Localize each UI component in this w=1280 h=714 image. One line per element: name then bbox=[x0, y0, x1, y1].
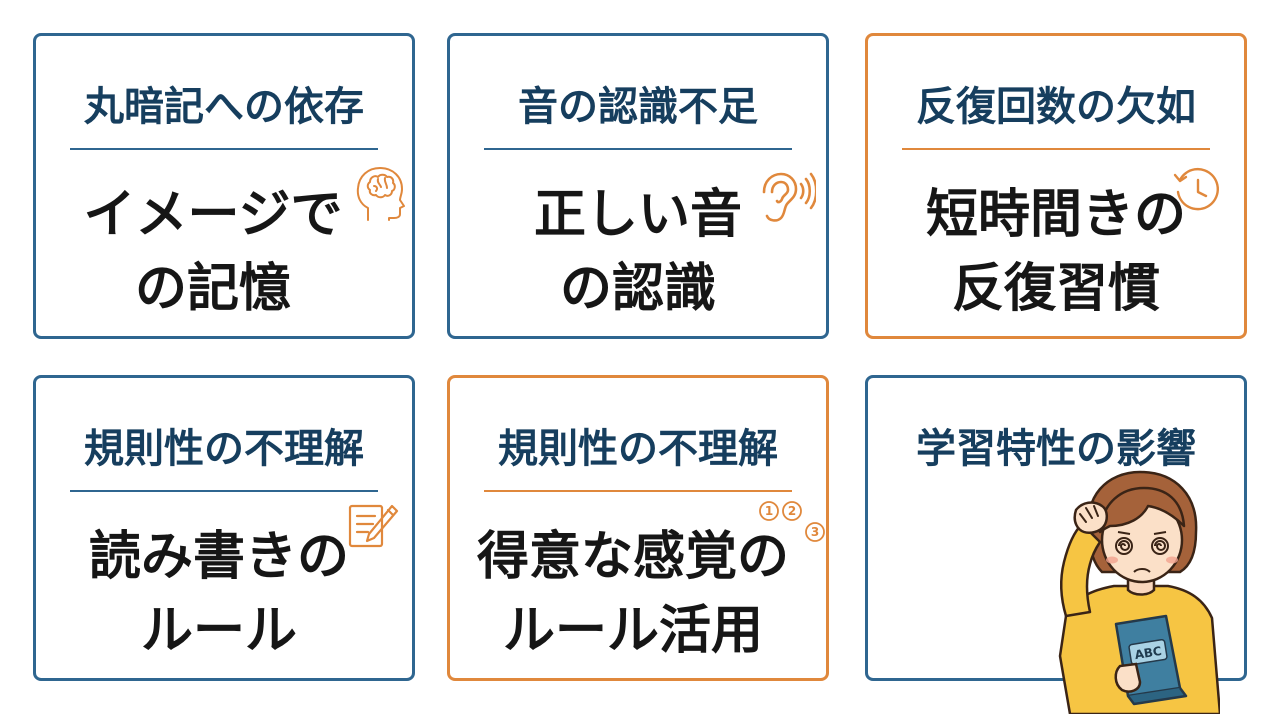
book-label: ABC bbox=[1134, 644, 1163, 662]
card-body-line-2: ルール活用 bbox=[502, 601, 763, 661]
card-title: 規則性の不理解 bbox=[84, 426, 364, 472]
card-title: 反復回数の欠如 bbox=[916, 84, 1196, 130]
brain-icon bbox=[356, 167, 405, 221]
card-title: 丸暗記への依存 bbox=[84, 84, 364, 130]
step-3-number: 3 bbox=[811, 525, 819, 539]
card-regularity-reading: 規則性の不理解 読み書きの ルール bbox=[33, 375, 415, 681]
card-body-line-1: イメージで bbox=[83, 185, 343, 245]
card-body-line-1: 正しい音 bbox=[533, 185, 742, 245]
card-body-line-2: の認識 bbox=[559, 259, 716, 319]
card-body: 得意な感覚の ルール活用 bbox=[440, 520, 826, 668]
step-1-circle bbox=[759, 501, 779, 521]
card-body-line-1: 得意な感覚の bbox=[476, 527, 789, 587]
step-1-number: 1 bbox=[765, 504, 773, 518]
step-2-number: 2 bbox=[788, 504, 796, 518]
card-repetition-lack: 反復回数の欠如 短時間きの 反復習慣 bbox=[865, 33, 1247, 339]
card-body-line-2: ルール bbox=[140, 601, 297, 661]
clock-icon bbox=[1173, 167, 1219, 211]
card-body: 正しい音 の認識 bbox=[450, 178, 826, 326]
card-body-line-2: 反復習慣 bbox=[951, 259, 1160, 319]
card-sound-recognition: 音の認識不足 正しい音 の認識 bbox=[447, 33, 829, 339]
card-body-line-1: 読み書きの bbox=[88, 527, 349, 587]
card-title: 学習特性の影響 bbox=[916, 426, 1196, 472]
divider bbox=[70, 148, 378, 150]
card-body: 短時間きの 反復習慣 bbox=[868, 178, 1244, 326]
step-2-circle bbox=[782, 501, 802, 521]
card-title: 音の認識不足 bbox=[518, 84, 758, 130]
divider bbox=[902, 148, 1210, 150]
card-title: 規則性の不理解 bbox=[498, 426, 778, 472]
step-3-circle bbox=[805, 522, 825, 542]
divider bbox=[70, 490, 378, 492]
card-body: イメージで の記憶 bbox=[14, 178, 412, 326]
divider bbox=[484, 490, 792, 492]
card-rote-memorization: 丸暗記への依存 イメージで の記憶 bbox=[33, 33, 415, 339]
card-body: 読み書きの ルール bbox=[26, 520, 412, 668]
notebook-pen-icon bbox=[348, 504, 399, 548]
ear-icon bbox=[762, 172, 816, 222]
card-regularity-senses: 規則性の不理解 得意な感覚の ルール活用 1 2 3 bbox=[447, 375, 829, 681]
divider bbox=[484, 148, 792, 150]
card-body-line-2: の記憶 bbox=[134, 259, 291, 319]
numbered-steps-icon: 1 2 3 bbox=[759, 501, 825, 542]
confused-girl-illustration: ABC bbox=[1058, 470, 1220, 714]
card-body-line-1: 短時間きの bbox=[925, 185, 1186, 245]
